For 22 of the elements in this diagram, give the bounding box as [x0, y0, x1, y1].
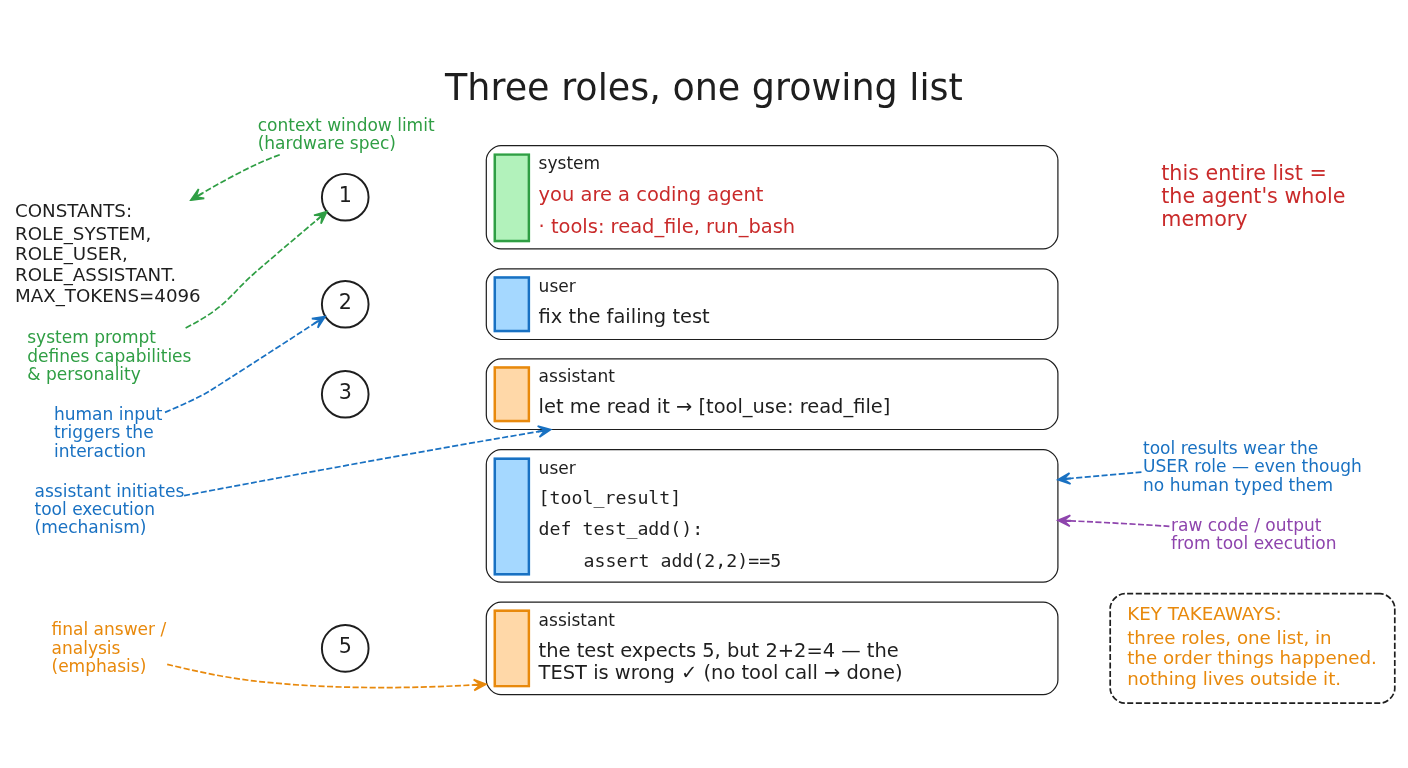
- arrow: [164, 315, 326, 413]
- node-circle: 3: [320, 369, 370, 419]
- node-box: KEY TAKEAWAYS: three roles, one list, in the order things happened. nothing lives outside it.: [1109, 592, 1396, 704]
- arrow: [166, 662, 487, 691]
- arrow: [190, 153, 281, 201]
- node-text: context window limit (hardware spec): [257, 114, 435, 153]
- node-text: tool results wear the USER role — even though no human typed them: [1143, 437, 1362, 495]
- node-text: CONSTANTS: ROLE_SYSTEM, ROLE_USER, ROLE_ASSISTANT. MAX_TOKENS=4096: [15, 199, 201, 306]
- node-text: raw code / output from tool execution: [1171, 514, 1337, 553]
- arrow: [183, 424, 552, 496]
- arrow: [1057, 514, 1171, 527]
- node-circle: 1: [320, 172, 370, 221]
- node-circle: 2: [320, 279, 370, 329]
- label: this entire list = the agent's whole memory: [1161, 160, 1346, 231]
- node-circle: 5: [320, 623, 370, 673]
- node-text: final answer / analysis (emphasis): [51, 618, 167, 676]
- node-text: human input triggers the interaction: [53, 403, 163, 460]
- arrow: [184, 210, 328, 329]
- node-text: assistant initiates tool execution (mechanism): [34, 480, 185, 537]
- diagram-title: Three roles, one growing list: [445, 65, 963, 109]
- node-text: system prompt defines capabilities & personality: [27, 326, 192, 384]
- arrow: [1057, 470, 1143, 485]
